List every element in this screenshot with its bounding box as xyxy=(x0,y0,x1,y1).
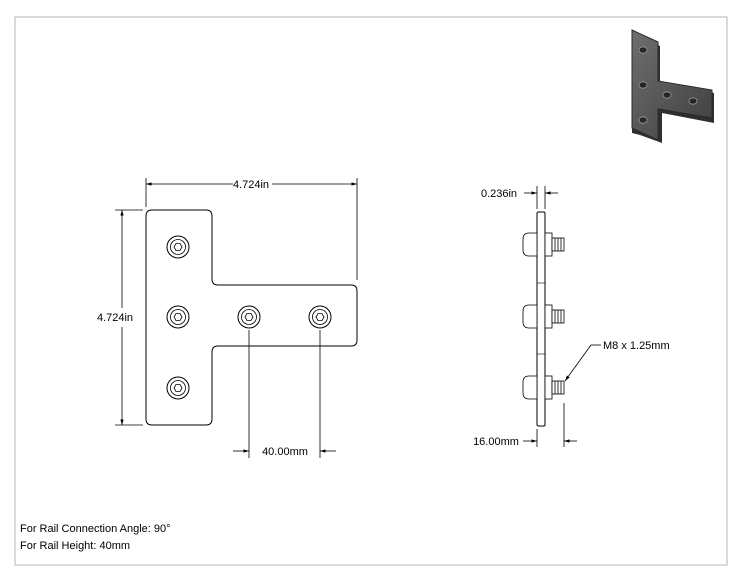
drawing-frame xyxy=(14,16,728,566)
dim-height-label: 4.724in xyxy=(97,312,133,324)
iso-bolt-icon xyxy=(662,91,672,99)
iso-bolt-icon xyxy=(688,97,698,105)
drawing-notes: For Rail Connection Angle: 90° For Rail … xyxy=(20,521,171,555)
iso-bolt-icon xyxy=(638,116,648,124)
bolt-hole-icon xyxy=(166,305,190,329)
dim-side-depth xyxy=(523,403,577,447)
dim-top-width xyxy=(145,178,358,280)
dim-plate-thickness-label: 0.236in xyxy=(481,188,517,200)
bolt-hole-icon xyxy=(166,235,190,259)
front-view: 4.724in 4.724in 40.00mm xyxy=(97,178,358,458)
dim-hole-spacing-label: 40.00mm xyxy=(262,446,308,458)
dim-height xyxy=(115,209,143,426)
thread-callout-label: M8 x 1.25mm xyxy=(603,340,670,352)
dim-side-depth-label: 16.00mm xyxy=(473,436,519,448)
side-view: 0.236in 16.00mm M8 x 1.25mm xyxy=(473,186,670,448)
dim-hole-spacing xyxy=(233,330,336,458)
side-bolt-icon xyxy=(522,375,565,400)
note-rail-height: For Rail Height: 40mm xyxy=(20,540,131,552)
side-bolt-icon xyxy=(522,304,565,329)
thread-leader xyxy=(564,344,601,382)
dim-top-width-label: 4.724in xyxy=(233,179,269,191)
side-plate xyxy=(536,211,546,427)
bolt-hole-icon xyxy=(166,376,190,400)
note-connection-angle: For Rail Connection Angle: 90° xyxy=(20,523,171,535)
bolt-hole-icon xyxy=(308,305,332,329)
iso-bolt-icon xyxy=(638,46,648,54)
bolt-hole-icon xyxy=(237,305,261,329)
iso-bolt-icon xyxy=(638,81,648,89)
dim-plate-thickness xyxy=(524,186,558,209)
isometric-preview xyxy=(631,29,714,143)
side-bolt-icon xyxy=(522,232,565,257)
